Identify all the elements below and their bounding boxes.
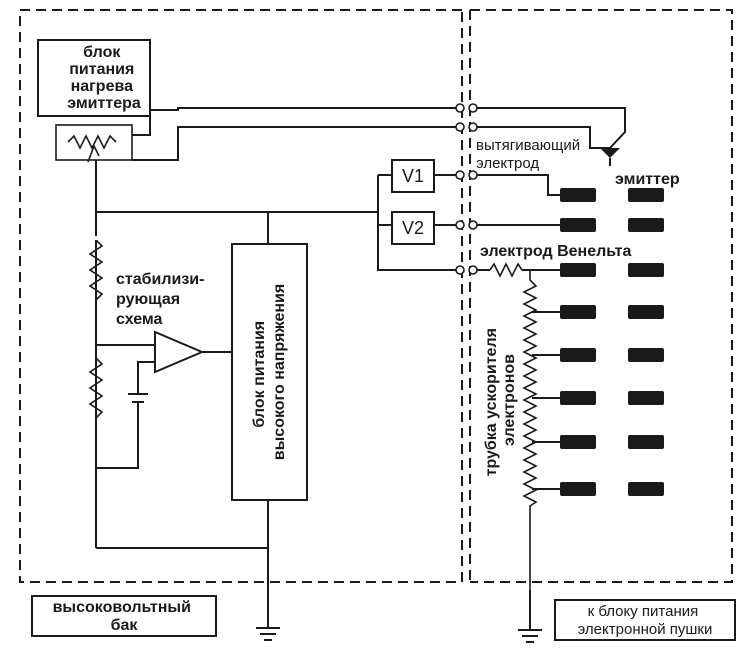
potentiometer-wiper [87,144,100,163]
v2-label: V2 [402,218,424,238]
accelerator-tube-label: трубка ускорителя электронов [483,324,518,477]
heater-potentiometer [67,134,117,150]
emitter-lead-a [477,107,626,149]
stabilizer-label: стабилизи- рующая схема [116,271,209,328]
extractor-feed [477,174,560,196]
gun-supply-caption-box [554,599,736,641]
emitter-label: эмиттер [615,171,680,188]
heater-supply-label: блок питания нагрева эмиттера [67,44,141,112]
ground-symbol-hv [256,627,280,641]
hv-supply-label: блок питания высокого напряжения [251,284,288,460]
hv-tank-boundary [19,9,463,583]
hv-supply-box [231,243,308,501]
heater-lead-lower [132,126,456,161]
ground-symbol-gun [518,629,542,643]
gun-enclosure-boundary [470,9,733,583]
meter-bus [377,175,456,271]
electrode-plates-left [560,188,596,496]
stabilizer-resistor-upper [88,239,104,301]
hv-tank-caption: высоковольтный бак [53,599,196,634]
emitter-tip [600,148,620,158]
gun-supply-caption: к блоку питания электронной пушки [578,603,713,638]
accelerator-resistor-chain [522,270,538,590]
hv-tank-caption-box [31,595,217,637]
feedthrough-connectors [455,103,478,275]
wehnelt-resistor [489,262,523,278]
v1-meter [391,159,435,193]
electrode-plates-right [628,188,664,496]
heater-output-frame [55,124,133,161]
wehnelt-electrode-label: электрод Венельта [480,243,632,260]
extractor-electrode-label: вытягивающий электрод [476,137,584,172]
stabilizer-resistor-lower [88,357,104,419]
divider-taps [532,311,560,490]
heater-supply-box [37,39,151,117]
stabilizer-op-amp [154,330,205,374]
v1-label: V1 [402,166,424,186]
heater-lead-upper [132,107,456,136]
v2-meter [391,211,435,245]
